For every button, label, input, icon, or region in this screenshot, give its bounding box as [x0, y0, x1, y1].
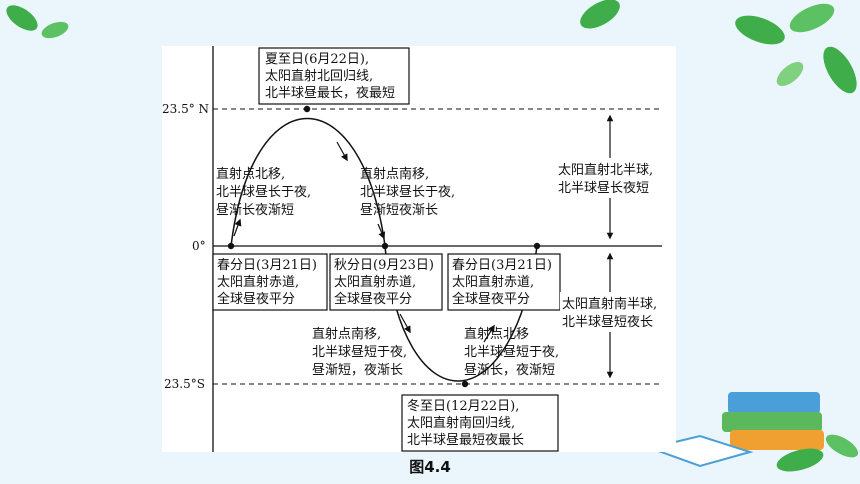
spring-equinox-dot — [227, 242, 235, 250]
leaf-icon — [580, 0, 620, 29]
box-line: 春分日(3月21日) — [452, 258, 552, 273]
spring-equinox-box: 春分日(3月21日) 太阳直射赤道, 全球昼夜平分 — [212, 253, 328, 311]
box-line: 太阳直射北回归线, — [265, 68, 373, 84]
annotation-line: 昼渐长，夜渐短 — [464, 363, 555, 378]
box-line: 太阳直射赤道, — [217, 274, 299, 290]
arrow-icon — [336, 141, 348, 162]
leaf-icon — [735, 3, 857, 94]
annotation-line: 直射点北移, — [216, 166, 285, 182]
box-line: 北半球昼最长，夜最短 — [265, 86, 395, 101]
south-moving-winter-annotation: 直射点南移, 北半球昼短于夜, 昼渐短，夜渐长 — [312, 326, 407, 378]
north-moving-annotation: 直射点北移, 北半球昼长于夜, 昼渐长夜渐短 — [216, 166, 311, 218]
box-line: 秋分日(9月23日) — [334, 258, 434, 273]
autumn-equinox-box: 秋分日(9月23日) 太阳直射赤道, 全球昼夜平分 — [329, 253, 443, 311]
north-moving-winter-annotation: 直射点北移 北半球昼短于夜, 昼渐长，夜渐短 — [464, 326, 559, 378]
summer-solstice-dot — [303, 105, 311, 113]
annotation-line: 北半球昼短于夜, — [464, 345, 559, 360]
north-hemisphere-note: 太阳直射北半球, 北半球昼长夜短 — [554, 158, 672, 198]
annotation-line: 直射点南移, — [312, 326, 381, 342]
summer-solstice-box: 夏至日(6月22日), 太阳直射北回归线, 北半球昼最长，夜最短 — [258, 47, 410, 105]
arrow-icon — [399, 313, 411, 334]
box-line: 太阳直射赤道, — [334, 274, 416, 290]
box-line: 冬至日(12月22日), — [407, 398, 519, 414]
note-line: 太阳直射北半球, — [558, 162, 653, 178]
winter-solstice-dot — [461, 380, 469, 388]
autumn-equinox-dot — [381, 242, 389, 250]
figure-caption: 图4.4 — [409, 458, 451, 476]
north-latitude-label: 23.5° N — [162, 102, 209, 116]
leaf-icon — [6, 5, 69, 39]
next-spring-equinox-box: 春分日(3月21日) 太阳直射赤道, 全球昼夜平分 — [447, 253, 561, 311]
box-line: 全球昼夜平分 — [452, 291, 530, 307]
equator-label: 0° — [192, 239, 206, 253]
south-hemisphere-note: 太阳直射南半球, 北半球昼短夜长 — [560, 292, 676, 332]
annotation-line: 北半球昼长于夜, — [360, 185, 455, 200]
annotation-line: 北半球昼短于夜, — [312, 345, 407, 360]
box-line: 北半球昼最短夜最长 — [407, 433, 524, 448]
box-line: 夏至日(6月22日), — [265, 52, 369, 67]
annotation-line: 昼渐长夜渐短 — [216, 203, 294, 218]
annotation-line: 昼渐短夜渐长 — [360, 203, 438, 218]
box-line: 太阳直射南回归线, — [407, 415, 515, 431]
box-line: 全球昼夜平分 — [217, 291, 295, 307]
note-line: 太阳直射南半球, — [562, 296, 657, 312]
annotation-line: 直射点北移 — [464, 326, 529, 342]
box-line: 全球昼夜平分 — [334, 291, 412, 307]
next-spring-equinox-dot — [533, 242, 541, 250]
diagram-panel: 23.5° N 0° 23.5°S 夏至日(6月22日), 太阳直射北回归线, … — [162, 46, 676, 452]
note-line: 北半球昼短夜长 — [562, 315, 653, 330]
arrow-icon — [483, 324, 495, 343]
annotation-line: 直射点南移, — [360, 166, 429, 182]
note-line: 北半球昼长夜短 — [558, 181, 649, 196]
sun-direct-point-diagram: 23.5° N 0° 23.5°S 夏至日(6月22日), 太阳直射北回归线, … — [162, 46, 676, 452]
leaf-icon — [776, 434, 859, 472]
south-moving-annotation: 直射点南移, 北半球昼长于夜, 昼渐短夜渐长 — [360, 166, 455, 218]
annotation-line: 北半球昼长于夜, — [216, 185, 311, 200]
annotation-line: 昼渐短，夜渐长 — [312, 363, 403, 378]
winter-solstice-box: 冬至日(12月22日), 太阳直射南回归线, 北半球昼最短夜最长 — [401, 394, 559, 452]
south-latitude-label: 23.5°S — [164, 377, 205, 391]
arrow-icon — [233, 218, 242, 237]
arrow-icon — [377, 223, 386, 240]
box-line: 太阳直射赤道, — [452, 274, 534, 290]
box-line: 春分日(3月21日) — [217, 258, 317, 273]
